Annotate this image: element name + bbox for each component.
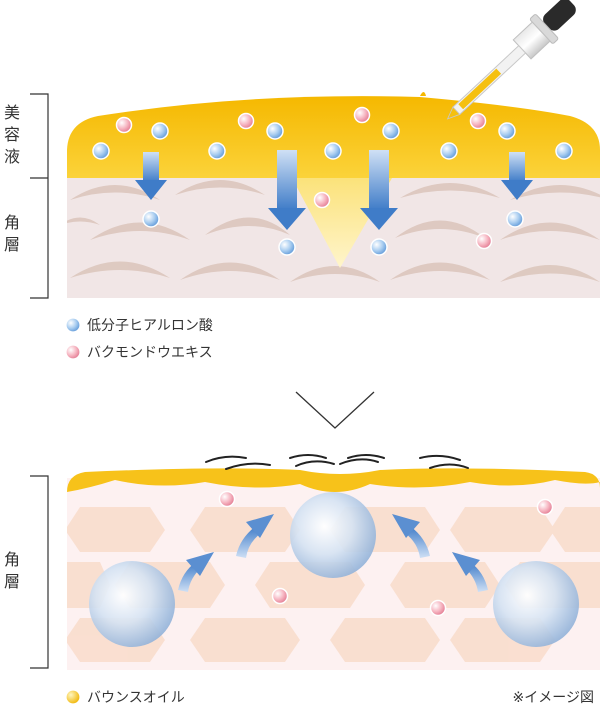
- curved-arrows: [178, 514, 488, 592]
- hydrated-sphere: [89, 561, 175, 647]
- hyaluronic-molecule: [370, 238, 388, 256]
- hyaluronic-molecule: [555, 142, 573, 160]
- serum-label-char: 美: [4, 103, 20, 122]
- curved-arrow-up-icon: [392, 514, 430, 558]
- stratum-layer-label-bottom: 角 層: [4, 550, 20, 591]
- stratum-label-char: 層: [4, 235, 20, 254]
- extract-molecule: [313, 191, 331, 209]
- hyaluronic-molecule: [151, 122, 169, 140]
- hyaluronic-molecule: [440, 142, 458, 160]
- hyaluronic-molecule: [208, 142, 226, 160]
- bottom-layer-bracket: [30, 475, 49, 669]
- hydrated-sphere: [290, 492, 376, 578]
- extract-molecule: [271, 587, 289, 605]
- molecules-bottom: [218, 490, 554, 617]
- hydrated-spheres: [89, 492, 579, 647]
- hyaluronic-molecule: [506, 210, 524, 228]
- arrow-down: [501, 152, 533, 200]
- image-note: ※イメージ図: [513, 690, 594, 706]
- hyaluronic-molecule: [324, 142, 342, 160]
- hyaluronic-molecule: [142, 210, 160, 228]
- arrow-down: [268, 150, 306, 230]
- hyaluronic-molecule: [278, 238, 296, 256]
- hyaluronic-molecule: [382, 122, 400, 140]
- hyaluronic-molecule: [266, 122, 284, 140]
- stratum-label-char: 角: [4, 550, 20, 569]
- extract-molecule: [218, 490, 236, 508]
- extract-molecule: [237, 112, 255, 130]
- curved-arrow-up-icon: [236, 514, 274, 558]
- hyaluronic-molecule: [498, 122, 516, 140]
- extract-molecule: [429, 599, 447, 617]
- stratum-label-char: 角: [4, 213, 20, 232]
- top-layer-brackets: [30, 93, 49, 299]
- penetration-arrows: [135, 150, 533, 230]
- extract-molecule: [353, 106, 371, 124]
- curved-arrow-up-icon: [178, 552, 214, 592]
- top-skin-scales: [67, 180, 600, 282]
- legend-extract-swatch: [65, 344, 81, 360]
- arrow-down: [135, 152, 167, 200]
- molecules-top: [92, 106, 573, 256]
- extract-molecule: [469, 112, 487, 130]
- bounce-oil-film: [67, 468, 600, 492]
- serum-layer-label: 美 容 液: [4, 103, 20, 166]
- curved-arrow-up-icon: [452, 552, 488, 592]
- bottom-panel: 角 層: [4, 454, 600, 670]
- extract-molecule: [115, 116, 133, 134]
- dropper-icon: [446, 0, 576, 120]
- extract-molecule: [536, 498, 554, 516]
- serum-drip: [420, 92, 426, 96]
- serum-layer: [67, 96, 600, 178]
- legend-oil-swatch: [65, 689, 81, 705]
- legend: 低分子ヒアルロン酸 バクモンドウエキス: [65, 317, 213, 361]
- arrow-down: [360, 150, 398, 230]
- transition-chevron-icon: [295, 391, 375, 429]
- bottom-legend: バウンスオイル ※イメージ図: [65, 689, 594, 706]
- hyaluronic-molecule: [92, 142, 110, 160]
- extract-molecule: [475, 232, 493, 250]
- stratum-layer-label-top: 角 層: [4, 213, 20, 254]
- legend-hyaluronic-swatch: [65, 317, 81, 333]
- legend-oil-label: バウンスオイル: [87, 690, 185, 706]
- legend-extract-label: バクモンドウエキス: [87, 345, 213, 361]
- hydrated-sphere: [493, 561, 579, 647]
- serum-label-char: 容: [4, 125, 20, 144]
- bounce-lines-icon: [205, 454, 469, 470]
- legend-hyaluronic-label: 低分子ヒアルロン酸: [87, 318, 213, 334]
- stratum-label-char: 層: [4, 572, 20, 591]
- serum-label-char: 液: [4, 147, 20, 166]
- top-panel: 美 容 液 角 層: [4, 0, 600, 299]
